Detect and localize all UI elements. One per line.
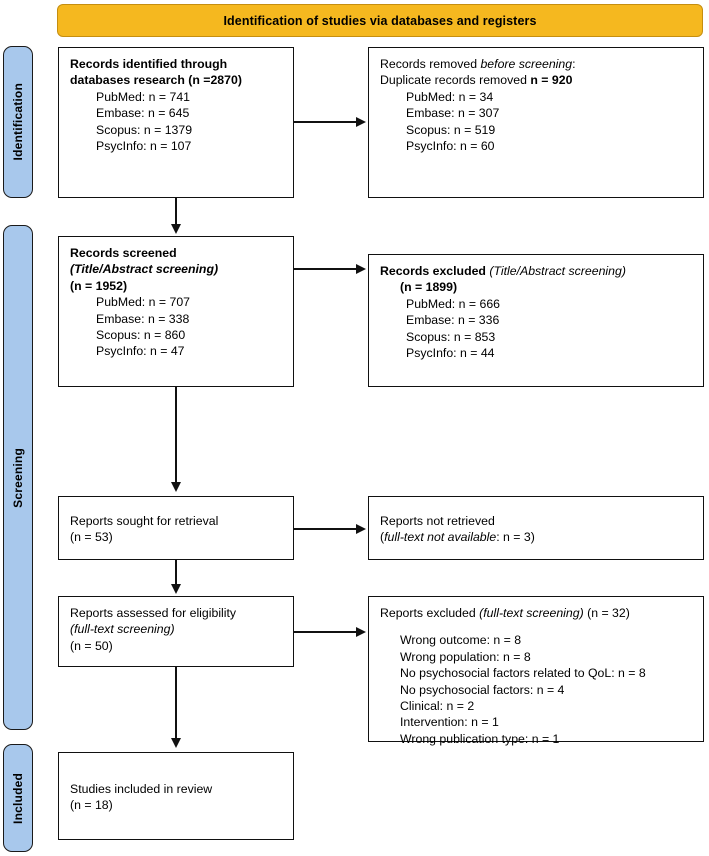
records-excluded-ta-heading-bold: Records excluded [380, 264, 490, 278]
reports-not-retrieved-detail-open: ( [380, 530, 385, 544]
reports-excluded-ft-heading: Reports excluded (full-text screening) (… [380, 605, 694, 621]
stage-label-included: Included [3, 744, 33, 852]
records-removed-source-pubmed: PubMed: n = 34 [406, 89, 494, 104]
records-excluded-ta-count: (n = 1899) [400, 280, 458, 295]
box-reports-sought: Reports sought for retrieval (n = 53) [58, 496, 294, 560]
reports-sought-count: (n = 53) [70, 530, 113, 544]
reports-eligibility-subheading: (full-text screening) [70, 622, 175, 637]
arrowhead-sought-to-not-retrieved [356, 523, 366, 534]
studies-included-heading: Studies included in review [70, 781, 213, 796]
reports-excluded-ft-heading-suffix: (n = 32) [583, 606, 630, 620]
reports-excluded-ft-heading-italic: (full-text screening) [479, 606, 584, 620]
records-excluded-ta-heading-italic: (Title/Abstract screening) [489, 264, 626, 278]
records-removed-heading: Records removed before screening: [380, 56, 694, 72]
records-excluded-ta-source-pubmed: PubMed: n = 666 [406, 296, 501, 311]
stage-screening-text: Screening [11, 447, 25, 508]
records-identified-source-scopus: Scopus: n = 1379 [96, 122, 193, 137]
records-identified-heading-line2: databases research (n =2870) [70, 73, 242, 88]
connector-identified-to-screened [175, 198, 177, 224]
records-removed-heading-prefix: Records removed [380, 57, 481, 71]
reports-eligibility-heading: Reports assessed for eligibility [70, 606, 237, 620]
box-records-removed: Records removed before screening: Duplic… [368, 47, 704, 198]
records-screened-source-pubmed: PubMed: n = 707 [96, 295, 191, 310]
records-removed-source-scopus: Scopus: n = 519 [406, 122, 496, 137]
reports-excluded-ft-reason-5: Clinical: n = 2 [400, 699, 475, 714]
arrowhead-identified-to-screened [170, 224, 181, 234]
reports-excluded-ft-reason-7: Wrong publication type: n = 1 [400, 731, 560, 746]
records-excluded-ta-source-psycinfo: PsycInfo: n = 44 [406, 346, 495, 361]
records-removed-source-embase: Embase: n = 307 [406, 106, 500, 121]
connector-eligibility-to-included [175, 667, 177, 738]
diagram-header-banner: Identification of studies via databases … [57, 4, 703, 37]
connector-screened-to-sought [175, 387, 177, 482]
reports-not-retrieved-detail-italic: full-text not available [384, 530, 497, 544]
reports-not-retrieved-heading: Reports not retrieved [380, 513, 495, 528]
connector-sought-to-eligibility [175, 560, 177, 584]
records-identified-source-pubmed: PubMed: n = 741 [96, 89, 191, 104]
records-screened-source-psycinfo: PsycInfo: n = 47 [96, 344, 185, 359]
records-removed-subheading: Duplicate records removed n = 920 [380, 72, 694, 88]
arrowhead-identified-to-removed [356, 116, 366, 127]
reports-excluded-ft-spacer [380, 621, 694, 632]
connector-identified-to-removed [294, 121, 356, 123]
box-reports-not-retrieved: Reports not retrieved (full-text not ava… [368, 496, 704, 560]
reports-sought-heading: Reports sought for retrieval [70, 513, 219, 528]
records-removed-heading-suffix: : [572, 57, 576, 71]
records-removed-subheading-prefix: Duplicate records removed [380, 73, 531, 88]
stage-included-text: Included [11, 772, 25, 824]
records-screened-source-embase: Embase: n = 338 [96, 311, 190, 326]
connector-sought-to-not-retrieved [294, 528, 356, 530]
box-records-excluded-title-abstract: Records excluded (Title/Abstract screeni… [368, 254, 704, 387]
stage-identification-text: Identification [11, 83, 25, 161]
reports-excluded-ft-reason-2: Wrong population: n = 8 [400, 649, 531, 664]
reports-excluded-ft-reason-3: No psychosocial factors related to QoL: … [400, 666, 646, 681]
reports-not-retrieved-detail: (full-text not available: n = 3) [380, 529, 694, 545]
arrowhead-sought-to-eligibility [170, 584, 181, 594]
records-identified-source-psycinfo: PsycInfo: n = 107 [96, 139, 192, 154]
reports-not-retrieved-detail-close: : n = 3) [496, 530, 535, 544]
connector-screened-to-excluded [294, 268, 356, 270]
records-excluded-ta-source-embase: Embase: n = 336 [406, 313, 500, 328]
box-reports-excluded-full-text: Reports excluded (full-text screening) (… [368, 596, 704, 746]
reports-excluded-ft-reason-6: Intervention: n = 1 [400, 715, 499, 730]
stage-label-identification: Identification [3, 46, 33, 198]
stage-label-screening: Screening [3, 225, 33, 730]
records-removed-count: n = 920 [530, 73, 573, 88]
connector-eligibility-to-excluded-ft [294, 631, 356, 633]
records-screened-source-scopus: Scopus: n = 860 [96, 328, 186, 343]
reports-excluded-ft-heading-prefix: Reports excluded [380, 606, 480, 620]
diagram-title: Identification of studies via databases … [223, 13, 537, 28]
records-removed-heading-italic: before screening [480, 57, 573, 71]
arrowhead-eligibility-to-included [170, 738, 181, 748]
reports-excluded-ft-reason-1: Wrong outcome: n = 8 [400, 633, 522, 648]
reports-eligibility-count: (n = 50) [70, 638, 113, 653]
records-excluded-ta-source-scopus: Scopus: n = 853 [406, 329, 496, 344]
arrowhead-eligibility-to-excluded-ft [356, 626, 366, 637]
records-screened-subheading: (Title/Abstract screening) [70, 262, 219, 277]
records-identified-heading-line1: Records identified through [70, 57, 228, 71]
records-excluded-ta-heading: Records excluded (Title/Abstract screeni… [380, 263, 694, 279]
studies-included-count: (n = 18) [70, 798, 113, 812]
box-records-screened: Records screened (Title/Abstract screeni… [58, 236, 294, 387]
arrowhead-screened-to-sought [170, 482, 181, 492]
reports-excluded-ft-reason-4: No psychosocial factors: n = 4 [400, 682, 565, 697]
records-screened-count: (n = 1952) [70, 278, 128, 293]
box-records-identified: Records identified through databases res… [58, 47, 294, 198]
box-reports-assessed-eligibility: Reports assessed for eligibility (full-t… [58, 596, 294, 667]
arrowhead-screened-to-excluded [356, 263, 366, 274]
records-identified-source-embase: Embase: n = 645 [96, 106, 190, 121]
records-removed-source-psycinfo: PsycInfo: n = 60 [406, 139, 495, 154]
box-studies-included: Studies included in review (n = 18) [58, 752, 294, 840]
records-screened-heading: Records screened [70, 246, 177, 260]
